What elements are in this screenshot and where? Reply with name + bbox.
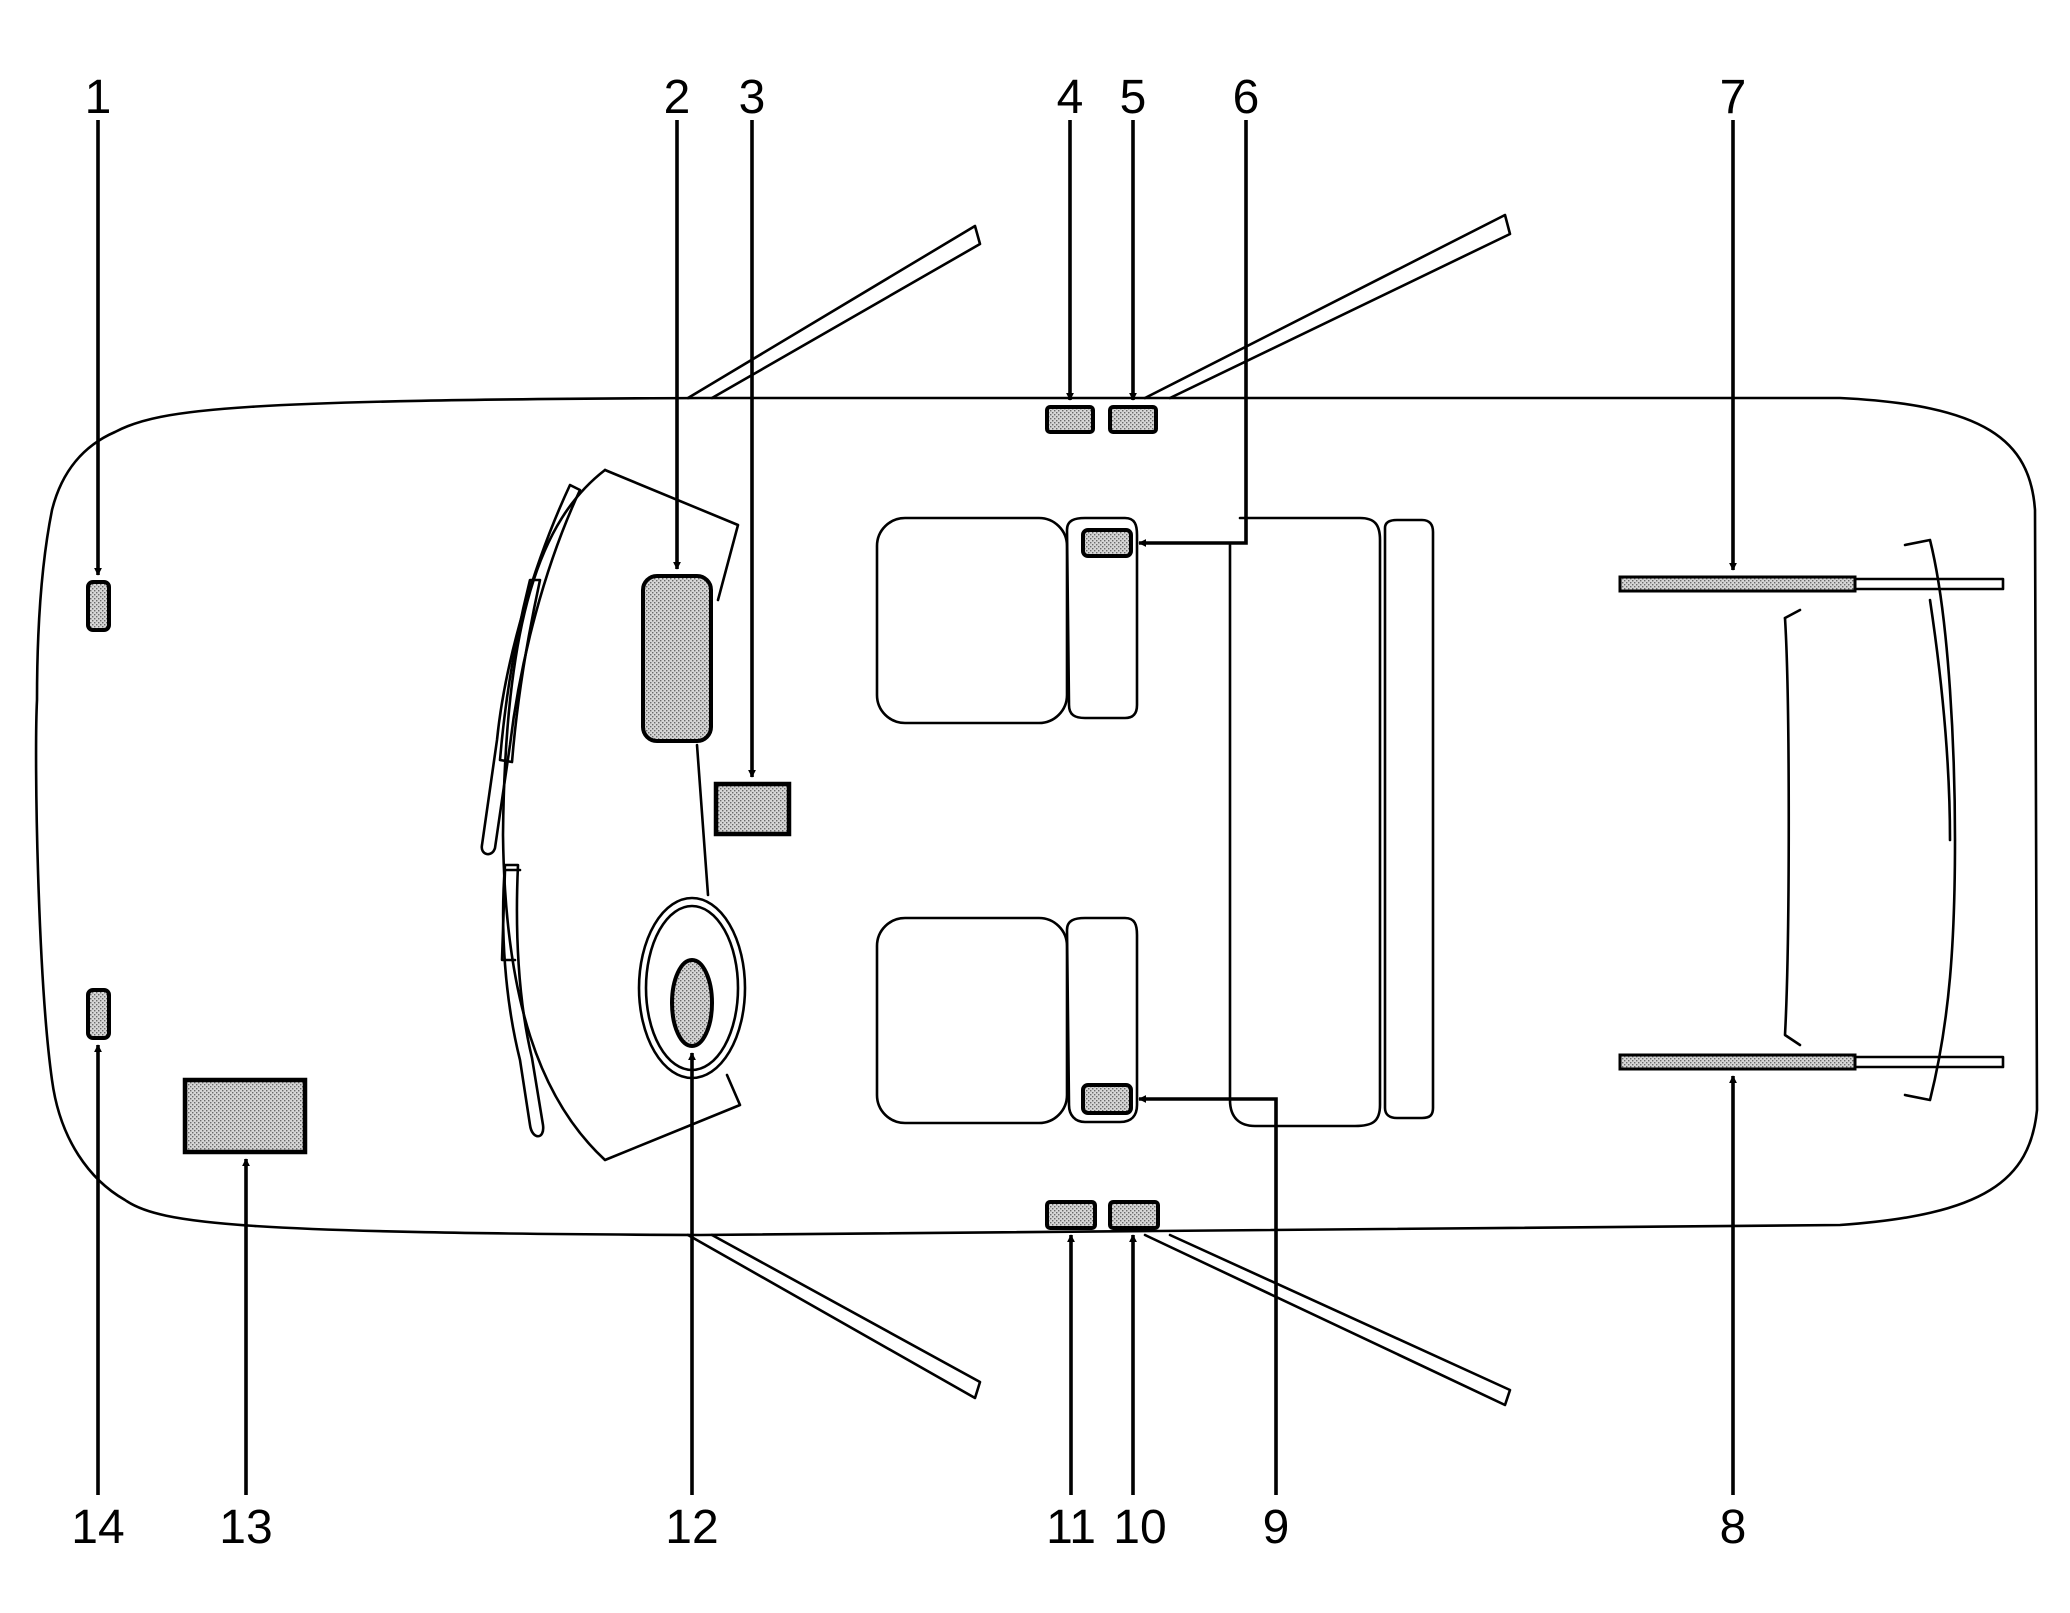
- front-seat-right: [875, 516, 1139, 725]
- callout-1: 1: [85, 71, 112, 124]
- rear-bar-bottom: [1618, 1053, 2005, 1071]
- rear-window: [1783, 538, 1957, 1102]
- component-10: [1108, 1200, 1160, 1230]
- callout-11: 11: [1046, 1501, 1096, 1554]
- component-9: [1081, 1083, 1133, 1115]
- rear-bar-top: [1618, 575, 2005, 593]
- callout-5: 5: [1120, 71, 1147, 124]
- component-13: [182, 1077, 308, 1155]
- component-5: [1108, 405, 1158, 434]
- component-12: [670, 958, 714, 1048]
- component-11: [1045, 1200, 1097, 1230]
- callout-labels: 1 2 3 4 5 6 7 8 9 10 11 12 13 14: [71, 71, 1746, 1554]
- callout-2: 2: [664, 71, 691, 124]
- front-door-line-bottom: [686, 1233, 982, 1400]
- rear-door-line-top: [1143, 213, 1512, 400]
- callout-7: 7: [1720, 71, 1747, 124]
- rear-door-line-bottom: [1143, 1233, 1512, 1407]
- callout-6: 6: [1233, 71, 1260, 124]
- component-2: [641, 574, 713, 743]
- callout-12: 12: [665, 1501, 718, 1554]
- windshield: [501, 468, 742, 1162]
- leader-9: [1138, 1095, 1278, 1495]
- callout-9: 9: [1263, 1501, 1290, 1554]
- callout-13: 13: [219, 1501, 272, 1554]
- callout-14: 14: [71, 1501, 124, 1554]
- component-6: [1081, 528, 1133, 558]
- component-1: [86, 580, 111, 632]
- front-seat-left: [875, 916, 1139, 1125]
- component-14: [86, 988, 111, 1040]
- leader-lines: [94, 120, 1737, 1495]
- component-3: [713, 781, 792, 837]
- front-door-line-top: [686, 224, 982, 400]
- vehicle-body-outline: [34, 396, 2039, 1237]
- wiper-arms: [480, 483, 582, 1138]
- callout-10: 10: [1113, 1501, 1166, 1554]
- rear-seat: [1228, 516, 1435, 1128]
- callout-3: 3: [739, 71, 766, 124]
- component-4: [1045, 405, 1095, 434]
- callout-4: 4: [1057, 71, 1084, 124]
- callout-8: 8: [1720, 1501, 1747, 1554]
- leader-6: [1138, 120, 1248, 547]
